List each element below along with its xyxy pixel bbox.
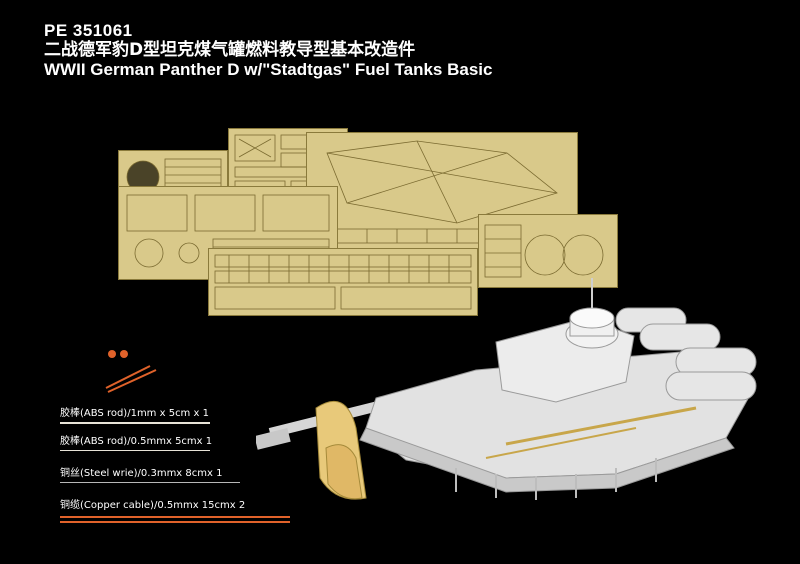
legend-swatch — [60, 482, 240, 483]
legend-item: 胶棒(ABS rod)/1mm x 5cm x 1 — [60, 408, 300, 436]
legend-item: 铜缆(Copper cable)/0.5mmx 15cmx 2 — [60, 500, 300, 528]
product-code: PE 351061 — [44, 21, 133, 40]
legend-label: 铜缆(Copper cable)/0.5mmx 15cmx 2 — [60, 500, 246, 511]
legend-label: 胶棒(ABS rod)/1mm x 5cm x 1 — [60, 408, 209, 419]
title-english: WWII German Panther D w/"Stadtgas" Fuel … — [44, 60, 493, 79]
fret-bottom-long — [208, 248, 478, 316]
copper-cable-pieces — [105, 350, 157, 393]
fret-right-small — [478, 214, 618, 288]
legend-label: 胶棒(ABS rod)/0.5mmx 5cmx 1 — [60, 436, 213, 447]
materials-legend: 胶棒(ABS rod)/1mm x 5cm x 1 胶棒(ABS rod)/0.… — [60, 408, 300, 528]
legend-item: 铜丝(Steel wrie)/0.3mmx 8cmx 1 — [60, 468, 300, 496]
title-chinese: 二战德军豹D型坦克煤气罐燃料教导型基本改造件 — [44, 40, 416, 60]
legend-item: 胶棒(ABS rod)/0.5mmx 5cmx 1 — [60, 436, 300, 464]
legend-swatch — [60, 422, 210, 424]
legend-label: 铜丝(Steel wrie)/0.3mmx 8cmx 1 — [60, 468, 223, 479]
legend-swatch — [60, 450, 210, 451]
legend-swatch — [60, 521, 290, 523]
title-block: PE 351061 二战德军豹D型坦克煤气罐燃料教导型基本改造件 WWII Ge… — [44, 22, 492, 80]
tank-model-image — [256, 278, 757, 500]
legend-swatch — [60, 516, 290, 518]
